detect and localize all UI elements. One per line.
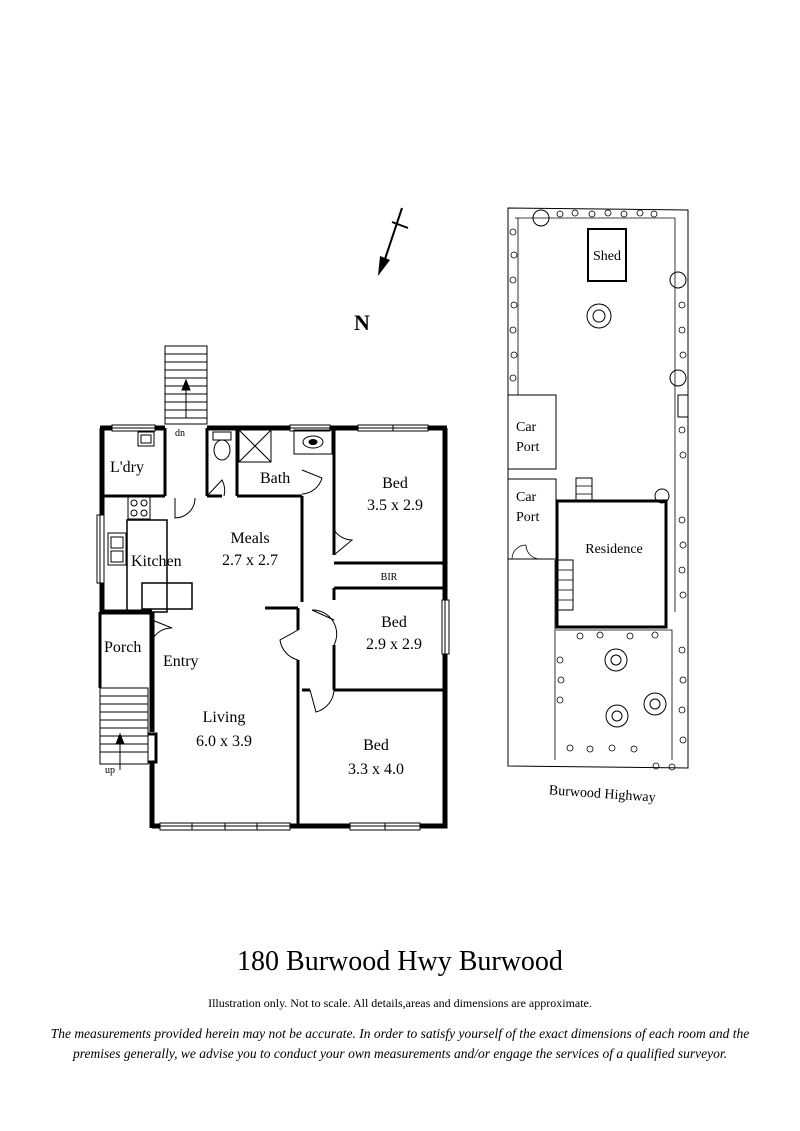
site-plan	[507, 207, 689, 771]
bed2-size: 2.9 x 2.9	[366, 636, 422, 653]
doors	[151, 469, 354, 713]
carport-upper-line1: Car	[516, 420, 537, 435]
shed	[587, 228, 627, 282]
bed1-label: Bed	[382, 475, 408, 492]
bed1-size: 3.5 x 2.9	[367, 497, 423, 514]
north-arrow: N	[354, 207, 409, 335]
rear-stairs-label: dn	[175, 428, 185, 439]
room-labels: L'dry dn Bath Bed 3.5 x 2.9 Kitchen Meal…	[104, 428, 423, 778]
north-label: N	[354, 310, 370, 335]
kitchen-label: Kitchen	[131, 553, 182, 570]
shrub-markings	[509, 209, 687, 771]
living-size: 6.0 x 3.9	[196, 733, 252, 750]
windows	[96, 424, 450, 831]
street-label: Burwood Highway	[548, 783, 656, 805]
site-boundary	[507, 207, 689, 769]
residence-label: Residence	[585, 542, 643, 557]
bath-label: Bath	[260, 470, 290, 487]
meals-label: Meals	[230, 530, 269, 547]
meals-size: 2.7 x 2.7	[222, 552, 278, 569]
internal-walls	[98, 428, 445, 826]
bir-label: BIR	[381, 572, 398, 583]
site-labels: Shed Car Port Car Port Residence Burwood…	[516, 249, 656, 806]
disclaimer-line-2: premises generally, we advise you to con…	[73, 1046, 727, 1061]
shed-label: Shed	[593, 249, 621, 264]
carport-upper	[507, 394, 557, 470]
disclaimer-line-1: The measurements provided herein may not…	[50, 1026, 750, 1041]
porch-label: Porch	[104, 639, 141, 656]
property-address-title: 180 Burwood Hwy Burwood	[237, 946, 563, 977]
bed2-label: Bed	[381, 614, 407, 631]
front-stairs	[99, 687, 149, 770]
tree-icons	[532, 209, 687, 728]
illustration-note: Illustration only. Not to scale. All det…	[208, 996, 592, 1010]
floor-plan	[96, 345, 450, 831]
disclaimer: The measurements provided herein may not…	[12, 1024, 788, 1064]
front-stairs-label: up	[105, 765, 115, 776]
carport-lower-line1: Car	[516, 490, 537, 505]
bed3-size: 3.3 x 4.0	[348, 761, 404, 778]
entry-label: Entry	[163, 653, 199, 670]
laundry-label: L'dry	[110, 459, 144, 476]
rear-stairs	[164, 345, 208, 425]
living-label: Living	[203, 709, 246, 726]
carport-lower-line2: Port	[516, 510, 539, 525]
carport-upper-line2: Port	[516, 440, 539, 455]
bed3-label: Bed	[363, 737, 389, 754]
